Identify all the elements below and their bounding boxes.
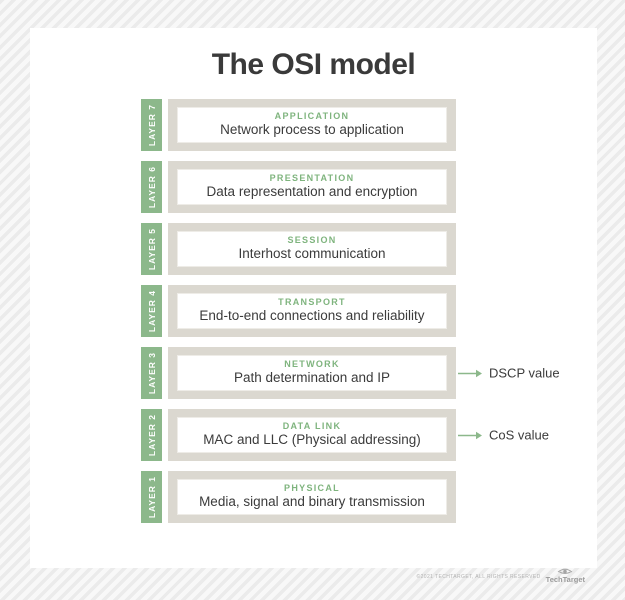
layer-2-name: DATA LINK bbox=[282, 421, 342, 432]
layer-row-2: LAYER 2 DATA LINK MAC and LLC (Physical … bbox=[141, 409, 549, 461]
layer-1-tab-label: LAYER 1 bbox=[146, 475, 157, 519]
page-title: The OSI model bbox=[211, 48, 416, 81]
layer-7-description: Network process to application bbox=[220, 121, 404, 137]
layer-1-box: PHYSICAL Media, signal and binary transm… bbox=[168, 471, 456, 523]
layer-7-tab: LAYER 7 bbox=[141, 99, 162, 151]
footer: ©2021 TECHTARGET, ALL RIGHTS RESERVED Te… bbox=[416, 566, 585, 584]
layer-7-box: APPLICATION Network process to applicati… bbox=[168, 99, 456, 151]
techtarget-wordmark: TechTarget bbox=[545, 575, 585, 584]
right-arrow-icon bbox=[458, 431, 482, 439]
dscp-annotation-label: DSCP value bbox=[489, 365, 560, 381]
layer-5-description: Interhost communication bbox=[238, 245, 386, 261]
eye-icon bbox=[558, 568, 573, 574]
layer-1-tab: LAYER 1 bbox=[141, 471, 162, 523]
layer-7-name: APPLICATION bbox=[274, 111, 350, 122]
layer-2-box: DATA LINK MAC and LLC (Physical addressi… bbox=[168, 409, 456, 461]
osi-layers: LAYER 7 APPLICATION Network process to a… bbox=[141, 99, 560, 533]
layer-6-tab-label: LAYER 6 bbox=[146, 165, 157, 209]
techtarget-logo: TechTarget bbox=[546, 566, 585, 584]
layer-row-1: LAYER 1 PHYSICAL Media, signal and binar… bbox=[141, 471, 456, 523]
right-arrow-icon bbox=[458, 369, 482, 377]
layer-row-7: LAYER 7 APPLICATION Network process to a… bbox=[141, 99, 456, 151]
cos-annotation-label: CoS value bbox=[489, 427, 549, 443]
layer-6-box: PRESENTATION Data representation and enc… bbox=[168, 161, 456, 213]
layer-4-tab: LAYER 4 bbox=[141, 285, 162, 337]
layer-row-6: LAYER 6 PRESENTATION Data representation… bbox=[141, 161, 456, 213]
layer-2-description: MAC and LLC (Physical addressing) bbox=[203, 431, 421, 447]
dscp-annotation: DSCP value bbox=[458, 366, 560, 381]
layer-2-tab: LAYER 2 bbox=[141, 409, 162, 461]
layer-5-box: SESSION Interhost communication bbox=[168, 223, 456, 275]
layer-row-4: LAYER 4 TRANSPORT End-to-end connections… bbox=[141, 285, 456, 337]
layer-5-tab: LAYER 5 bbox=[141, 223, 162, 275]
layer-4-box: TRANSPORT End-to-end connections and rel… bbox=[168, 285, 456, 337]
copyright-text: ©2021 TECHTARGET, ALL RIGHTS RESERVED bbox=[416, 573, 541, 580]
layer-5-name: SESSION bbox=[287, 235, 337, 246]
layer-3-tab: LAYER 3 bbox=[141, 347, 162, 399]
cos-annotation: CoS value bbox=[458, 428, 549, 443]
layer-6-name: PRESENTATION bbox=[269, 173, 355, 184]
layer-6-description: Data representation and encryption bbox=[206, 183, 418, 199]
diagram-card: The OSI model LAYER 7 APPLICATION Networ… bbox=[30, 28, 597, 568]
layer-2-tab-label: LAYER 2 bbox=[146, 413, 157, 457]
layer-4-description: End-to-end connections and reliability bbox=[199, 307, 425, 323]
layer-7-tab-label: LAYER 7 bbox=[146, 103, 157, 147]
layer-5-tab-label: LAYER 5 bbox=[146, 227, 157, 271]
layer-4-name: TRANSPORT bbox=[278, 297, 346, 308]
layer-3-tab-label: LAYER 3 bbox=[146, 351, 157, 395]
layer-row-5: LAYER 5 SESSION Interhost communication bbox=[141, 223, 456, 275]
layer-1-name: PHYSICAL bbox=[284, 483, 340, 494]
layer-3-box: NETWORK Path determination and IP bbox=[168, 347, 456, 399]
layer-1-description: Media, signal and binary transmission bbox=[199, 493, 425, 509]
layer-3-name: NETWORK bbox=[284, 359, 340, 370]
layer-6-tab: LAYER 6 bbox=[141, 161, 162, 213]
layer-3-description: Path determination and IP bbox=[233, 369, 391, 385]
layer-4-tab-label: LAYER 4 bbox=[146, 289, 157, 333]
layer-row-3: LAYER 3 NETWORK Path determination and I… bbox=[141, 347, 560, 399]
